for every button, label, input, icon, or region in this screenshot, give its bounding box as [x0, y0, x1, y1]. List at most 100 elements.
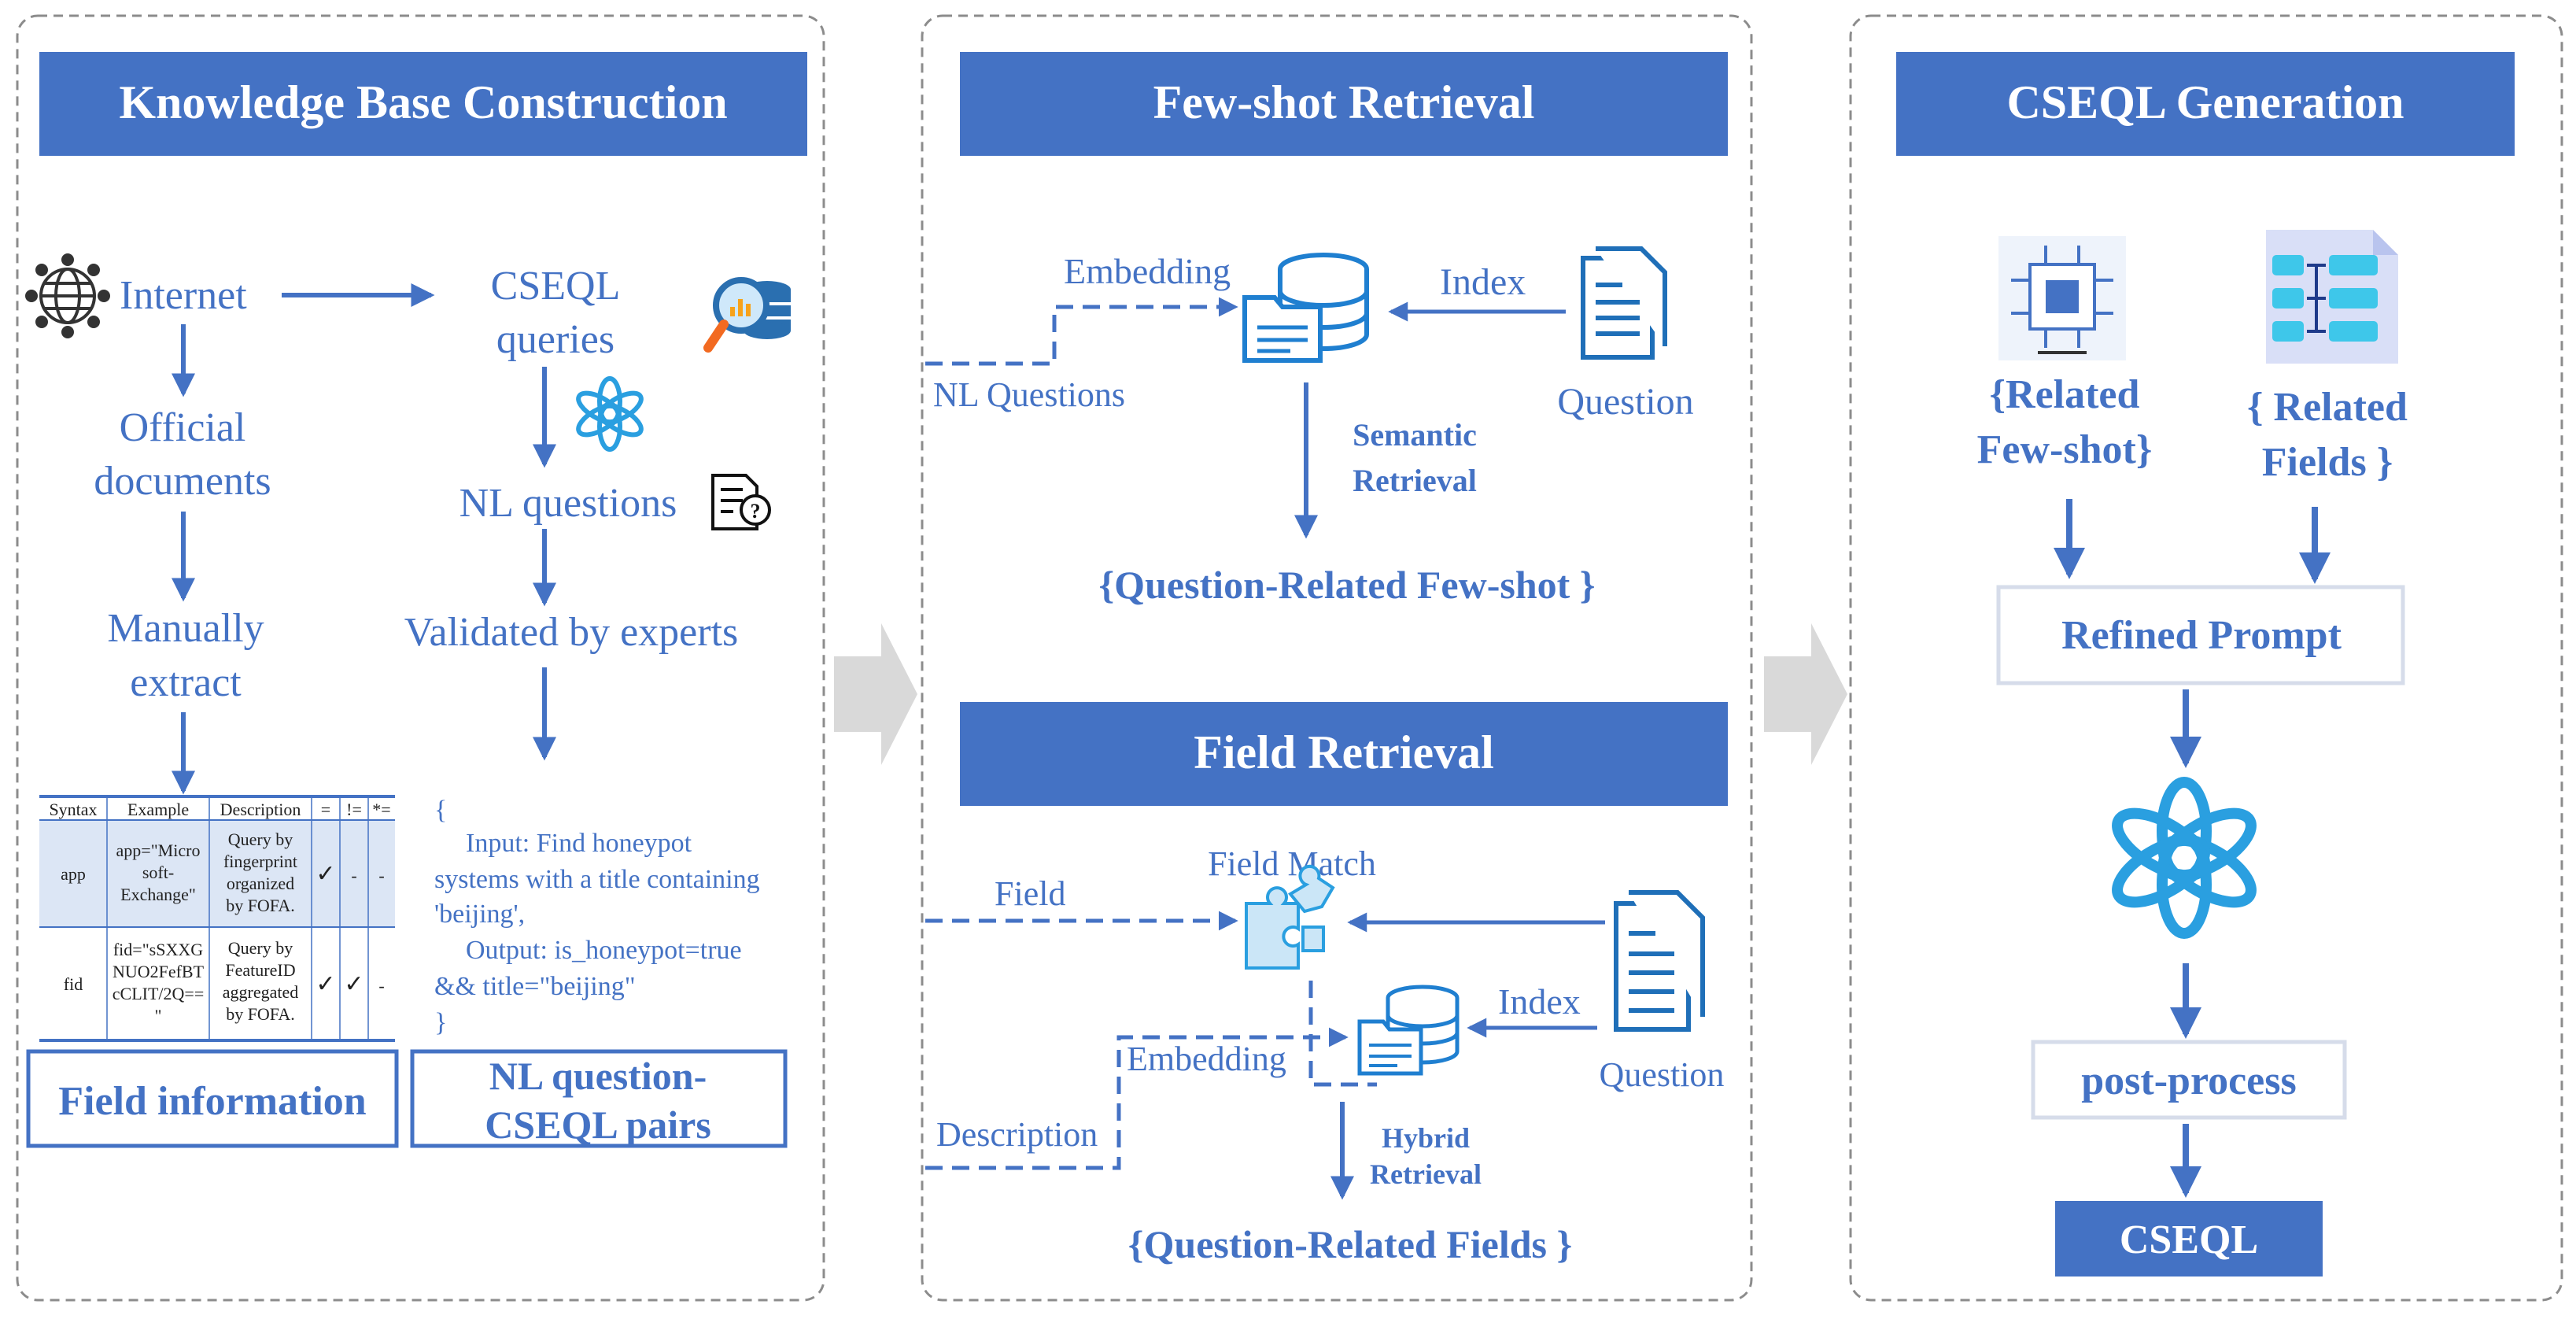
refined-prompt-box — [1996, 585, 2405, 685]
flow-arrow-1 — [834, 623, 917, 765]
field-table: Syntax Example Description = != *= app a… — [39, 795, 395, 1042]
description-label: Description — [936, 1115, 1098, 1154]
document-icon — [1614, 890, 1705, 1032]
generation-title-bar — [1896, 52, 2515, 156]
chatgpt-icon — [2112, 777, 2257, 939]
nl-questions-input-label: NL Questions — [933, 375, 1125, 414]
svg-text:}: } — [434, 1008, 447, 1037]
table-cell: aggregated — [223, 982, 299, 1002]
table-cell: fid — [64, 974, 83, 994]
table-cell: by FOFA. — [226, 1004, 295, 1024]
manually-extract-line2: extract — [130, 660, 242, 705]
official-documents-line1: Official — [120, 405, 246, 450]
svg-text:'beijing',: 'beijing', — [434, 900, 525, 929]
table-cell: Exchange" — [120, 885, 196, 904]
document-icon — [1581, 246, 1667, 360]
field-input-label: Field — [995, 874, 1065, 913]
field-match-label: Field Match — [1208, 844, 1376, 883]
post-process-box — [2031, 1040, 2347, 1120]
table-cell: FeatureID — [225, 960, 295, 980]
table-header: Description — [220, 800, 301, 819]
question-label: Question — [1557, 381, 1693, 423]
field-retrieval-title-bar — [960, 702, 1728, 806]
table-cell: ✓ — [316, 971, 335, 997]
validated-label: Validated by experts — [404, 610, 739, 655]
cseql-output-box — [2055, 1201, 2323, 1277]
panel-title-bar — [39, 52, 807, 156]
table-header: = — [321, 800, 330, 819]
table-cell: ✓ — [344, 971, 364, 997]
table-cell: app — [61, 864, 86, 884]
puzzle-icon — [1245, 864, 1335, 970]
generation-title: CSEQL Generation — [2006, 76, 2404, 128]
table-header: != — [346, 800, 362, 819]
manually-extract-line1: Manually — [107, 606, 264, 651]
field-information-label: Field information — [58, 1079, 367, 1124]
semantic-retrieval-line2: Retrieval — [1353, 463, 1477, 498]
table-cell: NUO2FefBT — [113, 962, 205, 981]
globe-icon — [25, 253, 110, 338]
fields-output: {Question-Related Fields } — [1128, 1222, 1572, 1266]
refined-prompt-label: Refined Prompt — [2061, 613, 2342, 658]
svg-text:&& title="beijing": && title="beijing" — [434, 972, 636, 1001]
svg-text:Input: Find honeypot: Input: Find honeypot — [466, 829, 692, 858]
embedding-label: Embedding — [1064, 251, 1231, 291]
cseql-queries-line2: queries — [496, 317, 614, 362]
table-cell: app="Micro — [116, 841, 201, 860]
table-cell: organized — [227, 874, 294, 893]
related-fewshot-line2: Few-shot} — [1977, 427, 2153, 472]
hybrid-retrieval-line1: Hybrid — [1382, 1122, 1470, 1154]
table-cell: fid="sSXXG — [113, 940, 203, 959]
document-question-icon: ? — [711, 474, 771, 530]
post-process-label: post-process — [2081, 1059, 2296, 1103]
panel-knowledge-base — [16, 14, 825, 1302]
nl-cseql-pairs-line1: NL question- — [489, 1054, 707, 1098]
table-cell: - — [378, 866, 384, 885]
table-cell: by FOFA. — [226, 896, 295, 915]
related-fields-line2: Fields } — [2262, 440, 2393, 485]
related-fields-line1: { Related — [2247, 385, 2408, 430]
question-label-2: Question — [1600, 1055, 1725, 1094]
table-cell: " — [155, 1006, 162, 1025]
hybrid-retrieval-line2: Retrieval — [1370, 1158, 1482, 1190]
table-cell: soft- — [142, 863, 174, 882]
table-cell: - — [378, 976, 384, 996]
table-cell: Query by — [228, 938, 293, 958]
table-header: Example — [127, 800, 189, 819]
field-retrieval-title: Field Retrieval — [1194, 726, 1494, 778]
svg-text:Output: is_honeypot=true: Output: is_honeypot=true — [466, 936, 742, 965]
fewshot-title-bar — [960, 52, 1728, 156]
nl-cseql-pairs-box — [410, 1049, 788, 1148]
table-cell: ✓ — [316, 861, 335, 887]
svg-text:{: { — [434, 796, 447, 825]
nl-questions-label: NL questions — [459, 481, 677, 526]
table-cell: Query by — [228, 829, 293, 849]
fewshot-output: {Question-Related Few-shot } — [1098, 563, 1595, 607]
semantic-retrieval-line1: Semantic — [1353, 417, 1477, 453]
table-header: *= — [372, 800, 390, 819]
related-fewshot-line1: {Related — [1990, 372, 2140, 417]
pair-example: { Input: Find honeypot systems with a ti… — [434, 796, 760, 1037]
database-folder-icon — [1357, 985, 1460, 1076]
table-header: Syntax — [49, 800, 97, 819]
index-label-2: Index — [1498, 981, 1581, 1022]
flow-arrow-2 — [1764, 623, 1847, 765]
table-cell: - — [351, 866, 356, 885]
cseql-output-label: CSEQL — [2120, 1217, 2258, 1262]
table-cell: fingerprint — [223, 852, 297, 871]
fields-document-icon — [2266, 230, 2398, 364]
table-cell: cCLIT/2Q== — [113, 984, 204, 1003]
internet-label: Internet — [120, 273, 247, 318]
cseql-queries-line1: CSEQL — [491, 264, 621, 309]
index-label: Index — [1440, 261, 1526, 303]
field-information-box — [26, 1049, 399, 1148]
panel-retrieval — [921, 14, 1753, 1302]
embedding-label-2: Embedding — [1127, 1040, 1286, 1078]
nl-cseql-pairs-line2: CSEQL pairs — [485, 1103, 711, 1147]
chip-icon — [1998, 236, 2126, 360]
chatgpt-icon — [576, 376, 644, 452]
panel-generation — [1849, 14, 2563, 1302]
svg-text:systems with a title containin: systems with a title containing — [434, 865, 760, 894]
database-search-icon — [703, 277, 791, 353]
